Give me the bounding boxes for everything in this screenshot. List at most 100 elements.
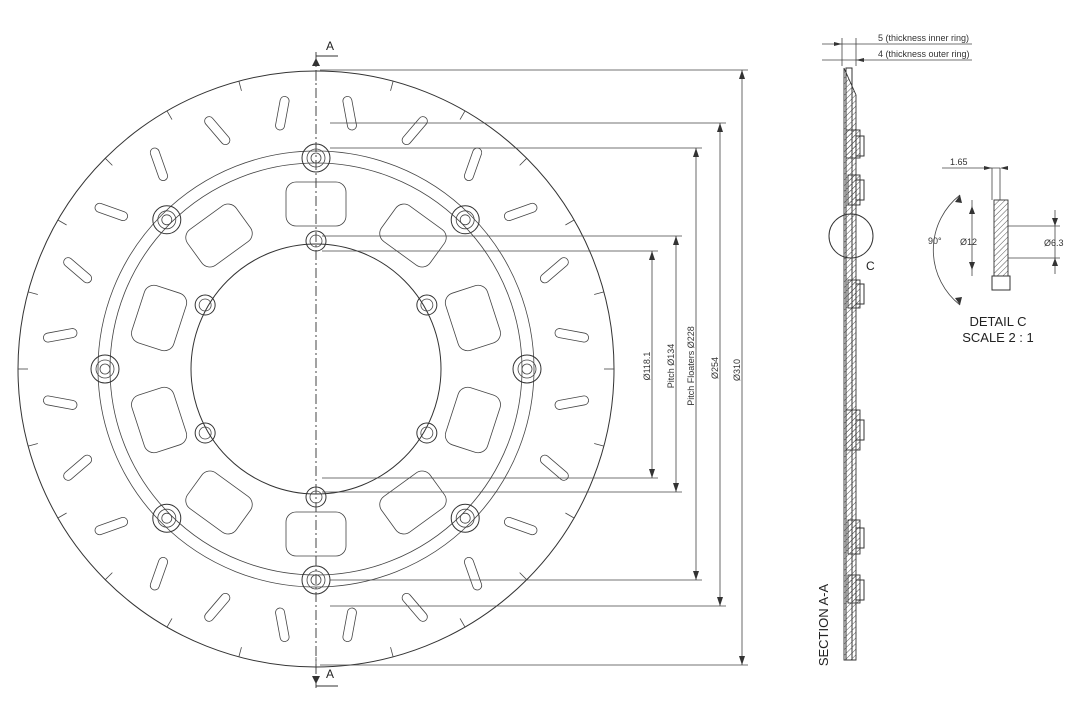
rim-notch: [238, 647, 242, 657]
floater-mid: [157, 508, 177, 528]
carrier-window: [131, 386, 188, 454]
floater-hole: [99, 363, 111, 375]
mounting-hole-inner: [198, 298, 212, 312]
cooling-slot: [342, 607, 357, 642]
floater-hole: [459, 512, 471, 524]
detail-angle-arc: [932, 194, 961, 306]
cooling-slot: [149, 147, 169, 181]
rim-notch: [459, 110, 466, 120]
inner-ring-inner-edge: [109, 162, 523, 576]
rim-notch: [519, 157, 528, 166]
section-title: SECTION A-A: [816, 584, 831, 667]
carrier-window: [379, 203, 447, 268]
floater-outer: [450, 503, 480, 533]
cooling-slot: [63, 454, 93, 481]
cooling-slot: [463, 147, 483, 181]
cooling-slot: [401, 592, 428, 622]
mounting-hole-outer: [194, 294, 216, 316]
rim-notch: [565, 219, 575, 226]
section-view: 5 (thickness inner ring) 4 (thickness ou…: [816, 33, 972, 666]
cooling-slot: [43, 395, 78, 410]
cooling-slot: [275, 96, 290, 131]
rim-notch: [57, 219, 67, 226]
detail-callout-letter: C: [866, 259, 875, 273]
rim-notch: [594, 443, 604, 447]
rim-notch: [594, 291, 604, 295]
floater-buttons: [90, 143, 542, 595]
floater-mid: [455, 210, 475, 230]
rim-notch: [57, 512, 67, 519]
floater-outer: [90, 354, 120, 384]
cooling-slots: [18, 71, 614, 667]
floater-hole: [459, 214, 471, 226]
cooling-slot: [149, 557, 169, 591]
detail-c-callout-circle: [828, 213, 874, 259]
floater-outer: [450, 205, 480, 235]
carrier-window: [131, 284, 188, 352]
mounting-hole-inner: [198, 426, 212, 440]
detail-hole-label: Ø12: [960, 237, 977, 247]
floater-mid: [455, 508, 475, 528]
floater-hole: [521, 363, 533, 375]
cooling-slot: [275, 607, 290, 642]
floater-outer: [152, 205, 182, 235]
disc-front-view: [17, 52, 615, 688]
rim-notch: [238, 81, 242, 91]
rim-notch: [390, 81, 394, 91]
floater-hole: [161, 214, 173, 226]
section-arrow-bottom: A: [312, 667, 338, 687]
mounting-hole-inner: [420, 298, 434, 312]
cooling-slot: [539, 257, 569, 284]
thickness-inner-label: 5 (thickness inner ring): [878, 33, 969, 43]
rim-notch: [166, 110, 173, 120]
floater-mid: [517, 359, 537, 379]
dim-310-label: Ø310: [732, 359, 742, 381]
rim-notch: [565, 512, 575, 519]
detail-dim-offset: 1.65: [950, 157, 968, 167]
mounting-hole-outer: [416, 294, 438, 316]
carrier-window: [379, 470, 447, 535]
cooling-slot: [43, 328, 78, 343]
rim-notch: [28, 443, 38, 447]
floater-outer: [512, 354, 542, 384]
cooling-slot: [204, 116, 231, 146]
cooling-slot: [63, 257, 93, 284]
section-letter-top: A: [326, 39, 334, 53]
dim-118-label: Ø118.1: [642, 352, 652, 381]
dimension-lines: [320, 69, 748, 666]
cooling-slot: [94, 202, 128, 222]
carrier-window: [444, 386, 501, 454]
carrier-windows: [131, 181, 501, 557]
dim-228-label: Pitch Floaters Ø228: [686, 326, 696, 406]
cooling-slot: [539, 454, 569, 481]
rim-notch: [390, 647, 394, 657]
mounting-hole-outer: [416, 422, 438, 444]
detail-view: 1.65 90° Ø12 Ø6.3 DETAIL C SCALE 2 : 1: [928, 157, 1064, 345]
detail-angle-label: 90°: [928, 236, 942, 246]
section-arrow-top: A: [312, 39, 338, 66]
detail-scale: SCALE 2 : 1: [962, 330, 1034, 345]
cooling-slot: [401, 116, 428, 146]
floater-outer: [152, 503, 182, 533]
thickness-outer-label: 4 (thickness outer ring): [878, 49, 970, 59]
cooling-slot: [504, 202, 538, 222]
rim-notch: [104, 572, 113, 581]
rim-notch: [28, 291, 38, 295]
rim-notch: [519, 572, 528, 581]
cooling-slot: [204, 592, 231, 622]
rim-notch: [104, 157, 113, 166]
detail-part-hatch: [993, 199, 1009, 277]
floater-mid: [157, 210, 177, 230]
dim-254-label: Ø254: [710, 357, 720, 379]
cooling-slot: [342, 96, 357, 131]
carrier-window: [185, 203, 253, 268]
carrier-window: [444, 284, 501, 352]
cooling-slot: [554, 395, 589, 410]
cooling-slot: [554, 328, 589, 343]
floater-mid: [95, 359, 115, 379]
mounting-hole-outer: [194, 422, 216, 444]
rim-notch: [459, 618, 466, 628]
detail-bore-label: Ø6.3: [1044, 238, 1064, 248]
cooling-slot: [94, 516, 128, 536]
floater-mid: [306, 570, 326, 590]
